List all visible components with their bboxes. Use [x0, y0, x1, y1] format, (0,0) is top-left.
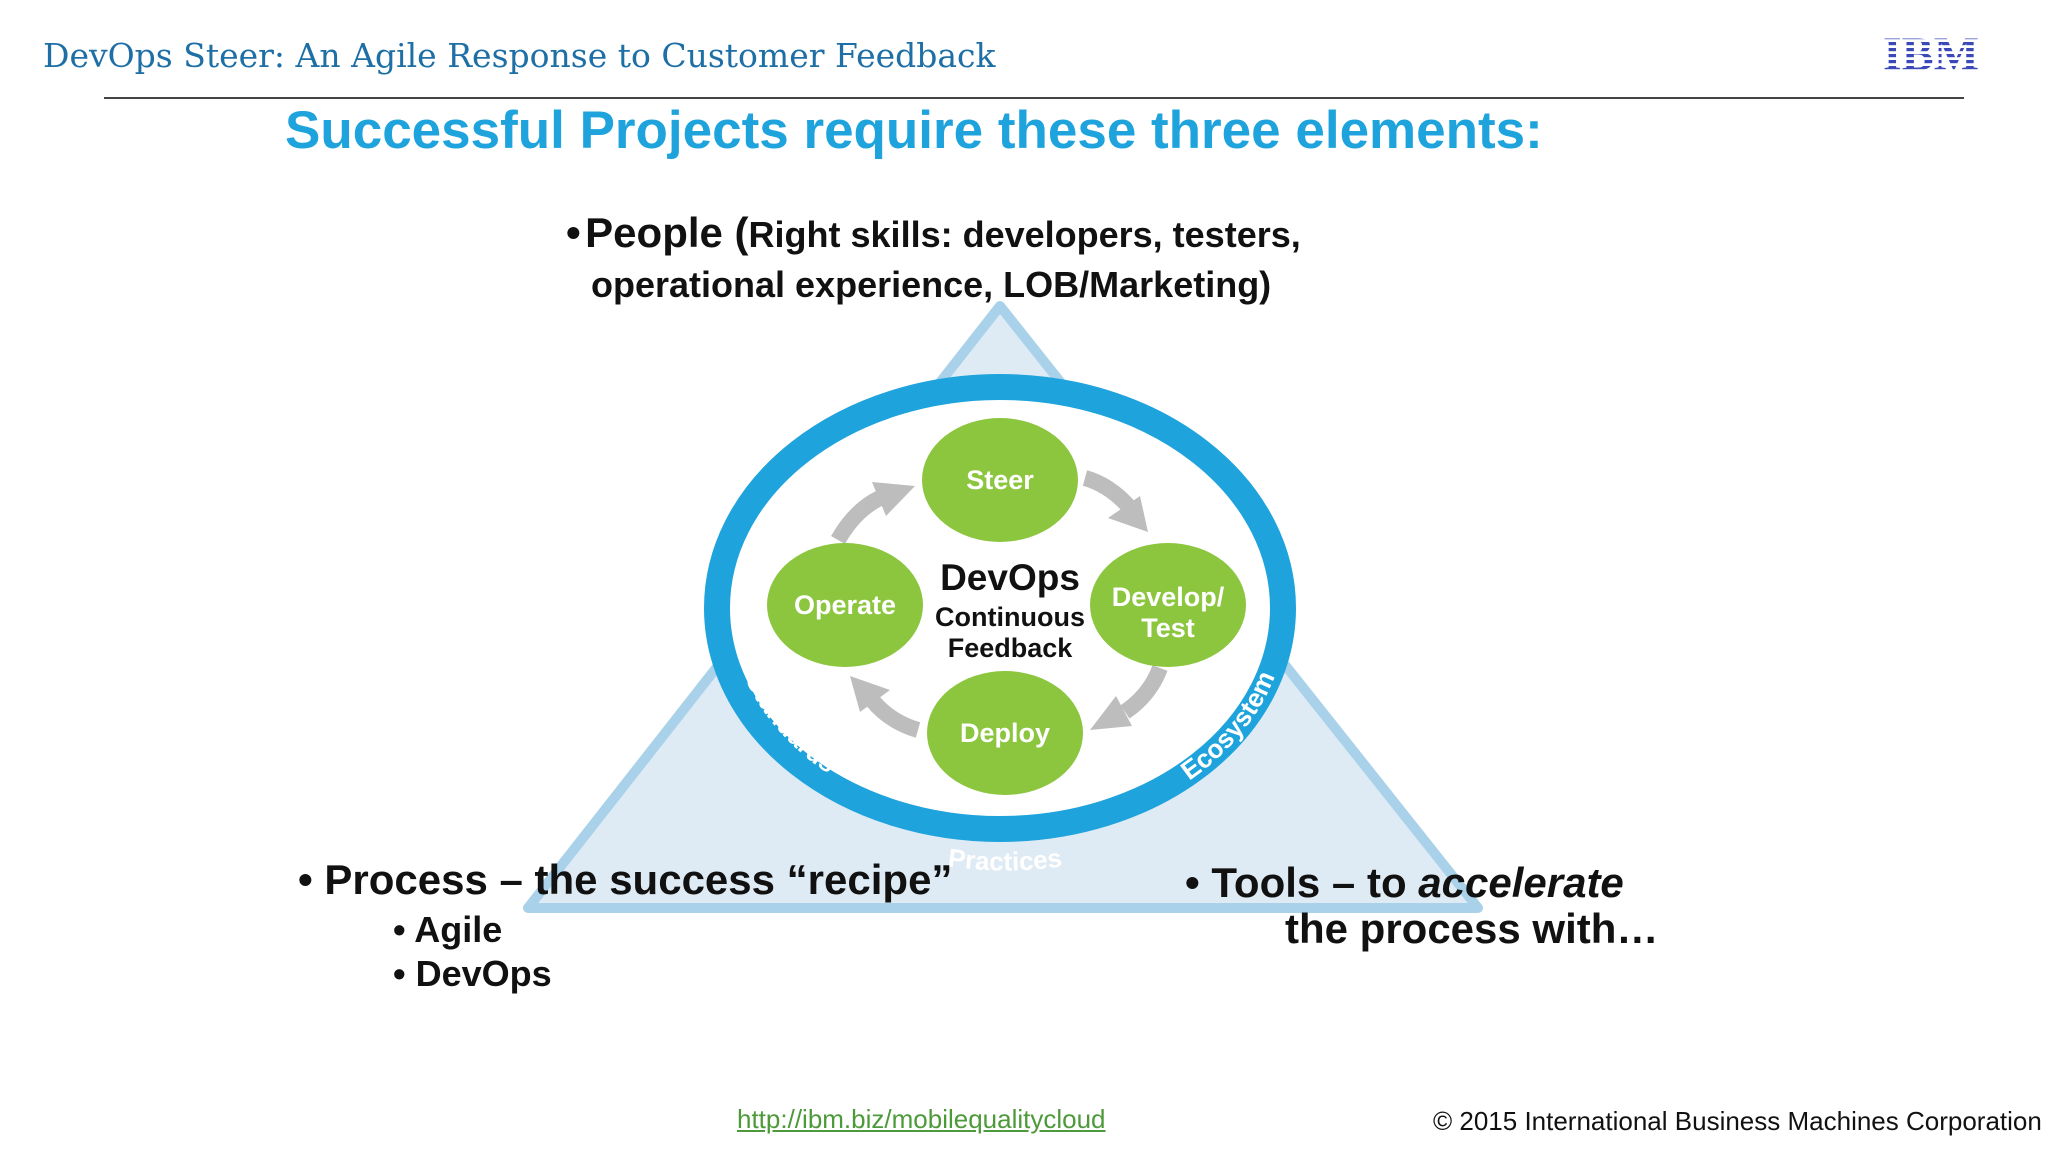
- process-bullet: •: [298, 856, 313, 903]
- node-develop-label-2: Test: [1141, 613, 1195, 643]
- process-item-agile: Agile: [414, 909, 503, 950]
- center-sub-1: Continuous: [935, 602, 1085, 632]
- process-sub-list: • Agile • DevOps: [393, 908, 552, 996]
- ibm-logo: IBM: [1883, 30, 1979, 76]
- footer-link[interactable]: http://ibm.biz/mobilequalitycloud: [737, 1104, 1106, 1134]
- people-line-1: • People (Right skills: developers, test…: [566, 212, 1301, 264]
- center-sub-2: Feedback: [948, 633, 1074, 663]
- process-section: • Process – the success “recipe”: [298, 856, 952, 904]
- tools-emphasis: accelerate: [1418, 859, 1624, 906]
- process-label: Process – the success “recipe”: [324, 856, 953, 903]
- list-item: • Agile: [393, 909, 503, 950]
- node-deploy: Deploy: [927, 671, 1083, 795]
- outer-ring-fill: [710, 380, 1290, 836]
- tools-line-1: • Tools – to accelerate: [1185, 860, 1658, 906]
- header-divider: [104, 97, 1964, 99]
- ring-label-practices: Practices: [947, 843, 1064, 877]
- center-title: DevOps: [940, 557, 1080, 598]
- arrow-develop-to-deploy: [1090, 664, 1168, 730]
- cycle-arrows: [831, 470, 1168, 738]
- outer-ring: [704, 374, 1296, 842]
- arrow-operate-to-steer: [831, 482, 915, 545]
- people-label: People (: [585, 209, 749, 256]
- tools-section: • Tools – to accelerate the process with…: [1185, 860, 1658, 952]
- node-steer: Steer: [922, 418, 1078, 542]
- tools-bullet: •: [1185, 859, 1200, 906]
- node-operate: Operate: [767, 543, 923, 667]
- arrow-deploy-to-operate: [850, 676, 921, 738]
- people-detail: Right skills: developers, testers,: [748, 214, 1301, 255]
- node-steer-label: Steer: [966, 465, 1034, 495]
- people-section: • People (Right skills: developers, test…: [566, 212, 1301, 306]
- list-item: • DevOps: [393, 953, 552, 994]
- process-item-devops: DevOps: [415, 953, 552, 994]
- slide-title: Successful Projects require these three …: [285, 101, 1543, 160]
- tools-prefix: Tools – to: [1211, 859, 1419, 906]
- tools-line-2: the process with…: [1285, 905, 1659, 952]
- node-operate-label: Operate: [794, 590, 896, 620]
- ibm-logo-text: IBM: [1883, 30, 1979, 76]
- header-title: DevOps Steer: An Agile Response to Custo…: [43, 36, 996, 75]
- node-develop-test: Develop/ Test: [1090, 543, 1246, 667]
- copyright: © 2015 International Business Machines C…: [1433, 1106, 2042, 1136]
- node-develop-label-1: Develop/: [1112, 582, 1225, 612]
- node-deploy-label: Deploy: [960, 718, 1050, 748]
- arrow-steer-to-develop: [1082, 470, 1148, 532]
- people-bullet: •: [566, 209, 581, 256]
- people-line-2: operational experience, LOB/Marketing): [591, 264, 1272, 305]
